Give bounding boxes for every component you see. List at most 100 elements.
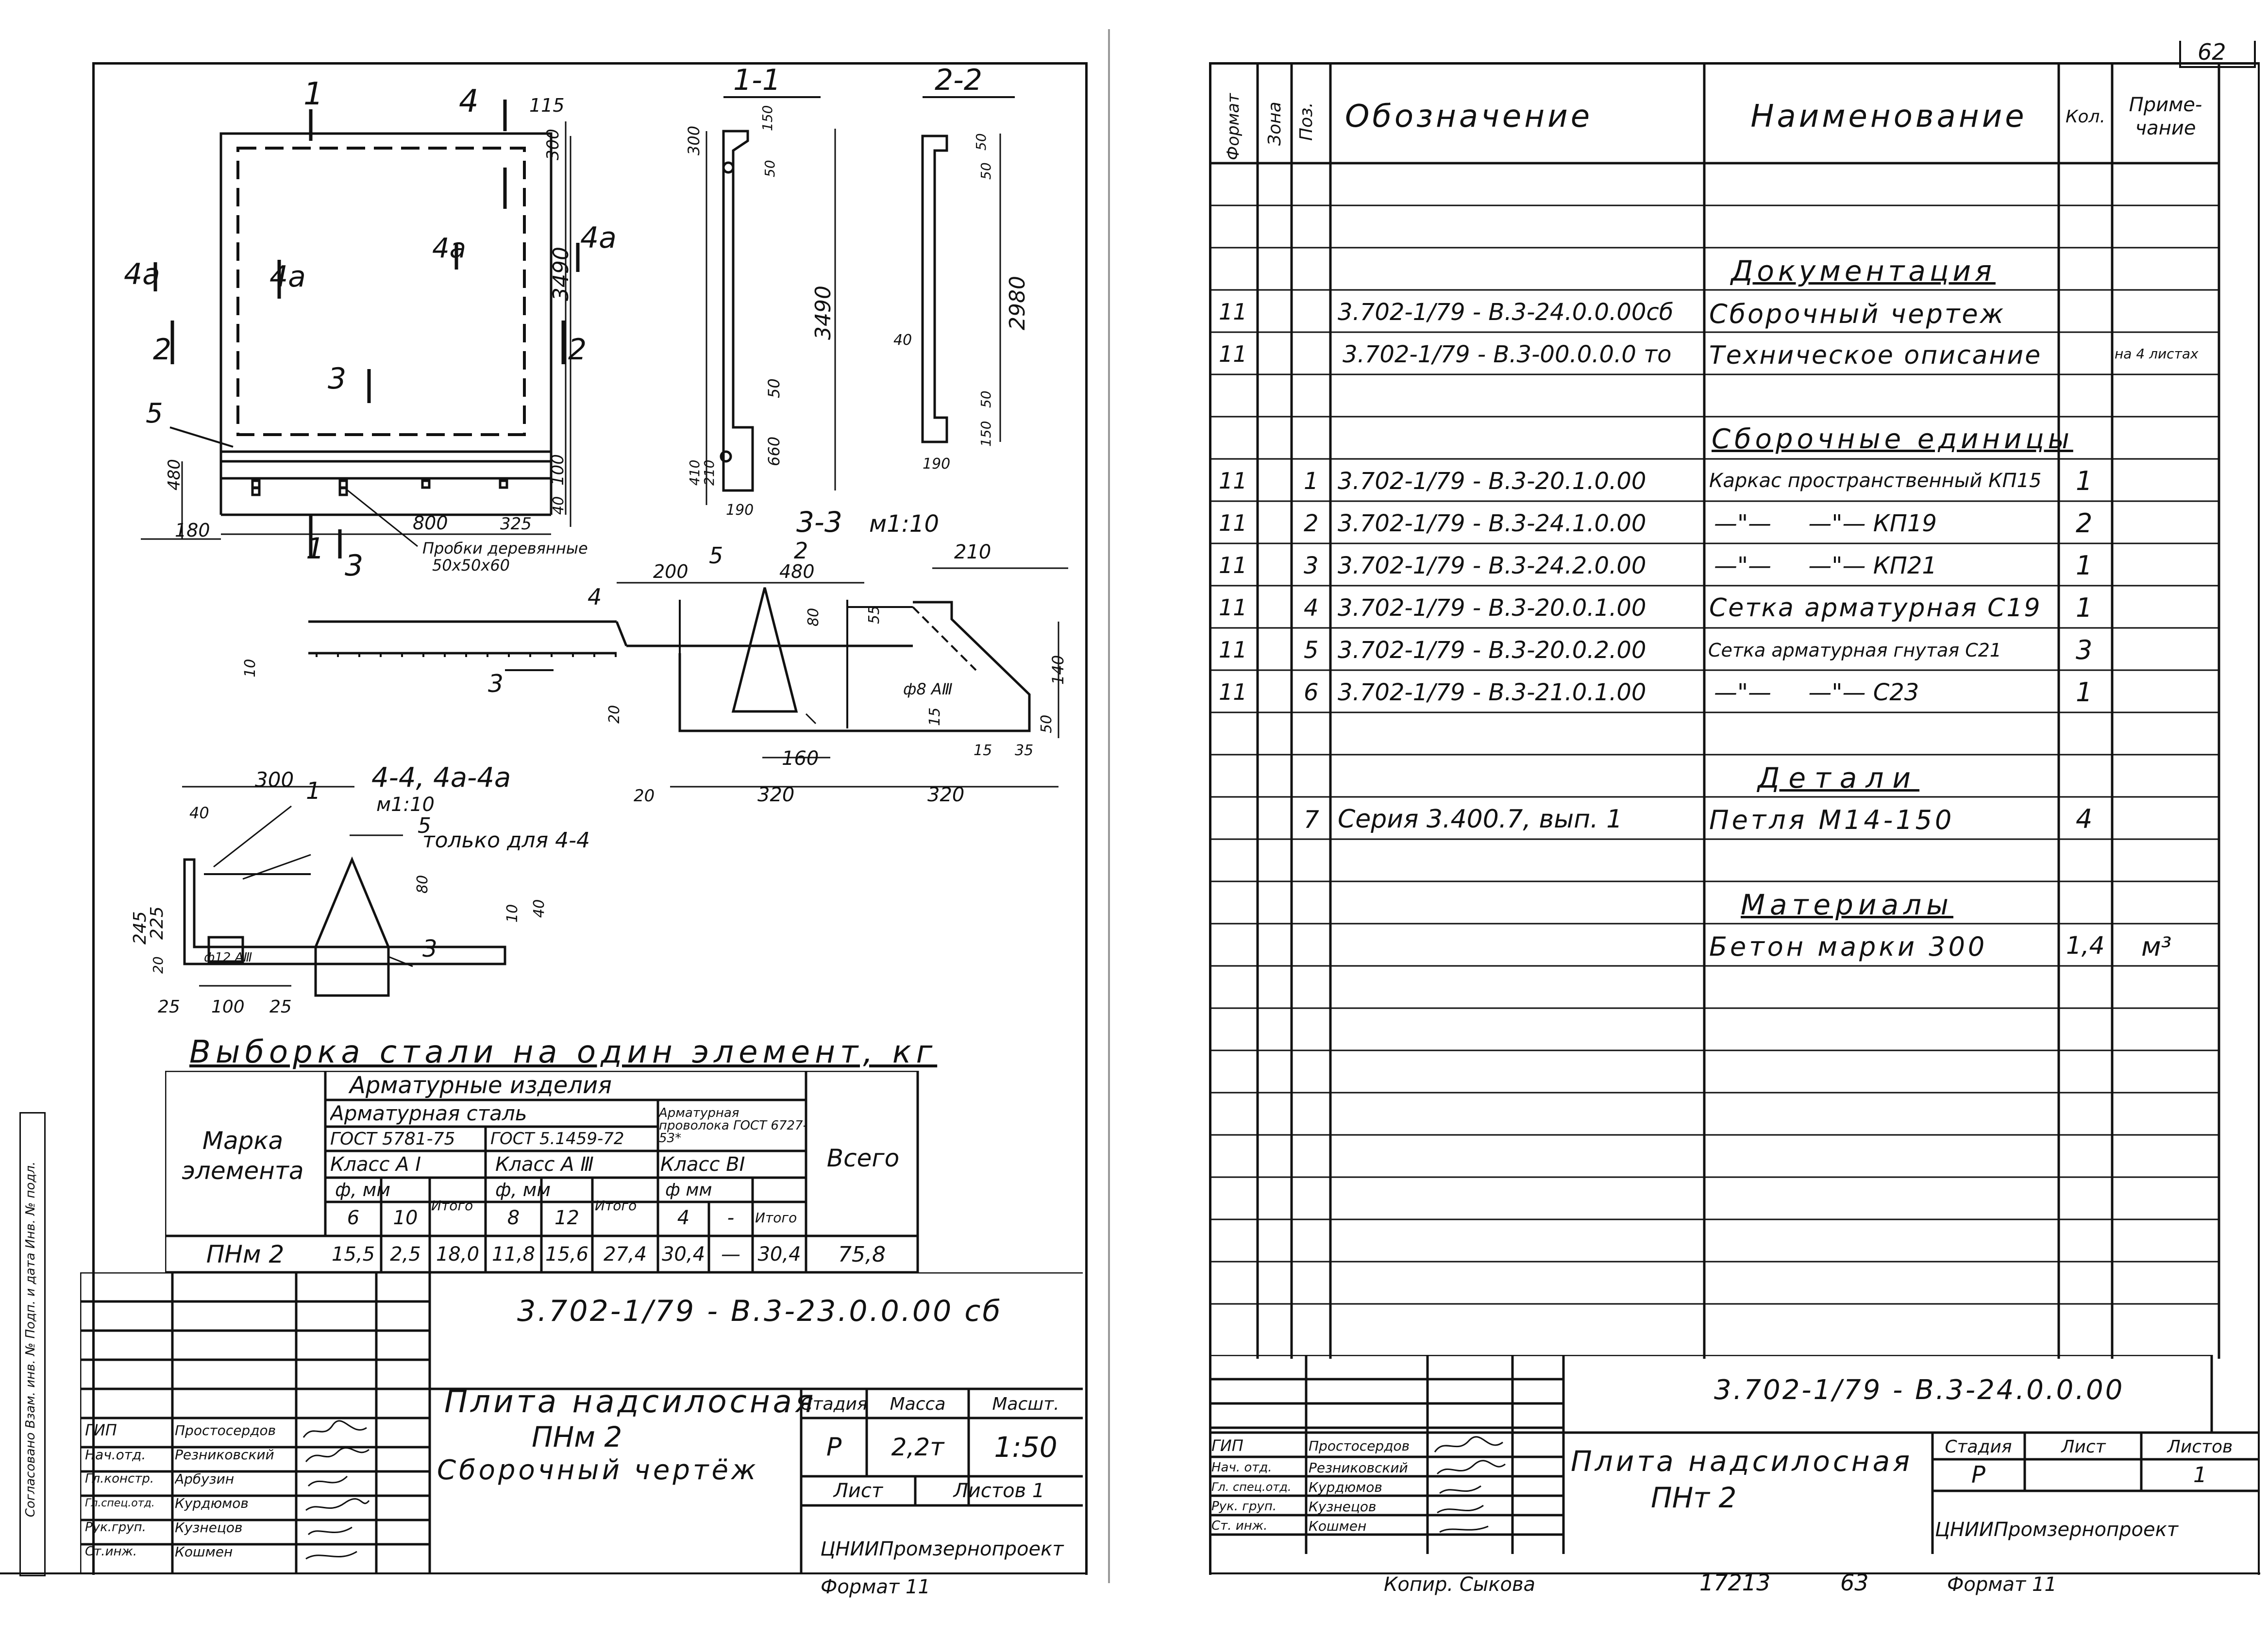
section-4-4-title: 4-4, 4а-4а (371, 762, 511, 794)
dim-180: 180 (175, 520, 210, 541)
section-4-4-note: только для 4-4 (422, 828, 590, 853)
steel-h-diam1: ф, мм (335, 1179, 390, 1200)
section-3-3-scale: м1:10 (869, 510, 939, 538)
left-stamp-h-massa: Масса (890, 1394, 946, 1414)
dim-sec11-660: 660 (765, 437, 783, 466)
cut-label-1: 1 (303, 76, 323, 112)
steel-table-title: Выборка стали на один элемент, кг (189, 1034, 938, 1070)
dim-3490: 3490 (549, 247, 573, 301)
dim-sec22-50a: 50 (973, 133, 989, 151)
left-stamp-role-2: Гл.констр. (85, 1471, 154, 1486)
steel-h-itogo1: Итого (431, 1198, 473, 1214)
cut-label-3-bottom: 3 (345, 549, 363, 583)
steel-h-vsego: Всего (826, 1144, 900, 1172)
left-stamp-role-5: Ст.инж. (85, 1544, 137, 1559)
spec-cell-format: 11 (1219, 510, 1247, 536)
steel-row-b1-itogo: 30,4 (757, 1243, 801, 1266)
left-stamp-name-1: Резниковский (175, 1446, 274, 1463)
spec-cell-kol: 1 (2076, 550, 2093, 581)
dim-sec11-410: 410 (687, 460, 703, 486)
spec-cell-poz: 5 (1304, 637, 1319, 664)
spec-section-row: Материалы (1209, 881, 2219, 924)
section-3-3-title: 3-3 (796, 506, 842, 539)
cut-label-4a-left: 4a (124, 257, 160, 291)
steel-row-a3-12: 15,6 (545, 1243, 589, 1266)
dim-sec22-190: 190 (923, 456, 950, 473)
right-stamp-code: 3.702-1/79 - В.3-24.0.0.00 (1714, 1374, 2125, 1406)
left-stamp-name-3: Курдюмов (175, 1495, 249, 1511)
dim-sec33-480: 480 (779, 561, 815, 582)
spec-section-row: Сборочные единицы (1209, 417, 2219, 459)
section-4-4 (182, 786, 506, 997)
cut-label-4: 4 (459, 84, 479, 119)
spec-row: 11 5 3.702-1/79 - В.3-20.0.2.00 Сетка ар… (1209, 628, 2219, 670)
dim-sec44-300: 300 (255, 768, 294, 792)
spec-cell-poz: 3 (1304, 552, 1319, 579)
steel-h-itogo2: Итого (595, 1198, 637, 1214)
dim-sec44-100: 100 (211, 997, 245, 1017)
page-number-box: 62 (2179, 39, 2256, 68)
right-stamp-role-4: Ст. инж. (1211, 1519, 1268, 1533)
right-stamp-grid (1209, 1355, 2258, 1554)
spec-cell-format: 11 (1219, 679, 1247, 705)
right-stamp-name-3: Кузнецов (1309, 1498, 1377, 1515)
steel-row-vsego: 75,8 (838, 1242, 886, 1267)
margin-stamp-strip: Согласовано Взам. инв. № Подп. и дата Ин… (19, 1112, 46, 1576)
steel-row-b1-dash: — (721, 1243, 740, 1266)
spec-cell-kol: 4 (2076, 804, 2093, 834)
right-stamp-name-1: Резниковский (1309, 1459, 1408, 1476)
dim-40: 40 (550, 496, 567, 515)
sec33-label-5: 5 (709, 542, 723, 569)
dim-sec33-80: 80 (805, 608, 822, 626)
left-stamp-grid (80, 1272, 1083, 1572)
left-stamp-listov: Листов 1 (953, 1480, 1045, 1502)
spec-section-title: Сборочные единицы (1712, 423, 2073, 455)
left-stamp-masshtab: 1:50 (994, 1431, 1058, 1464)
plan-view (141, 100, 580, 558)
dim-300: 300 (543, 129, 563, 160)
section-2-2 (921, 96, 1015, 443)
left-stamp-code: 3.702-1/79 - В.3-23.0.0.00 сб (517, 1294, 1003, 1328)
spec-row-blank (1209, 839, 2219, 881)
dim-sec11-3490: 3490 (811, 286, 836, 340)
steel-row-a3-itogo: 27,4 (603, 1243, 647, 1266)
left-stamp-massa: 2,2т (891, 1433, 944, 1461)
steel-h-itogo3: Итого (755, 1210, 797, 1226)
page-number: 62 (2198, 39, 2226, 65)
spec-h-zona: Зона (1265, 101, 1285, 146)
dim-sec33-200: 200 (653, 561, 689, 582)
left-stamp-signatures (302, 1420, 370, 1560)
left-stamp-name-4: Кузнецов (175, 1519, 243, 1536)
left-stamp-org: ЦНИИПромзернопроект (820, 1538, 1064, 1560)
spec-cell-format: 11 (1219, 552, 1247, 578)
spec-row: 11 3.702-1/79 - В.3-24.0.0.00сб Сборочны… (1209, 290, 2219, 332)
sec44-rebar: ф12 АⅢ (204, 950, 252, 965)
steel-h-gost1: ГОСТ 5781-75 (330, 1129, 455, 1149)
left-stamp-title1: Плита надсилосная (444, 1384, 817, 1420)
left-stamp-title2: ПНм 2 (532, 1420, 622, 1453)
steel-h-ddash: - (727, 1206, 735, 1229)
right-stamp-role-3: Рук. груп. (1211, 1499, 1277, 1514)
spec-cell-naim: Петля М14-150 (1709, 805, 1955, 835)
spec-section-row: Документация (1209, 248, 2219, 290)
sheet-divider (1108, 29, 1110, 1583)
spec-cell-naim: Сборочный чертеж (1709, 299, 2006, 329)
dim-sec33-15a: 15 (926, 708, 943, 726)
left-stamp-list: Лист (833, 1480, 883, 1502)
sec44-label-3: 3 (422, 935, 437, 963)
left-stamp-stadiya: Р (826, 1433, 842, 1462)
dim-sec11-150: 150 (759, 105, 775, 131)
dim-sec44-25a: 25 (158, 997, 180, 1017)
left-stamp-h-stadiya: Стадия (801, 1394, 867, 1414)
spec-section-title: Детали (1758, 761, 1920, 794)
spec-h-naim: Наименование (1750, 99, 2027, 135)
steel-row-marka: ПНм 2 (206, 1240, 285, 1268)
steel-h-provoloka: Арматурная проволока ГОСТ 6727-53* (659, 1105, 807, 1146)
dim-sec44-10: 10 (504, 904, 521, 923)
dim-480: 480 (165, 459, 184, 490)
right-stamp-h-list: Лист (2061, 1437, 2106, 1457)
dim-sec33-55: 55 (866, 606, 883, 624)
spec-cell-naim: Сетка арматурная гнутая С21 (1708, 640, 2002, 661)
dim-sec44-245: 245 (130, 911, 150, 945)
spec-cell-naim: Техническое описание (1709, 341, 2042, 370)
